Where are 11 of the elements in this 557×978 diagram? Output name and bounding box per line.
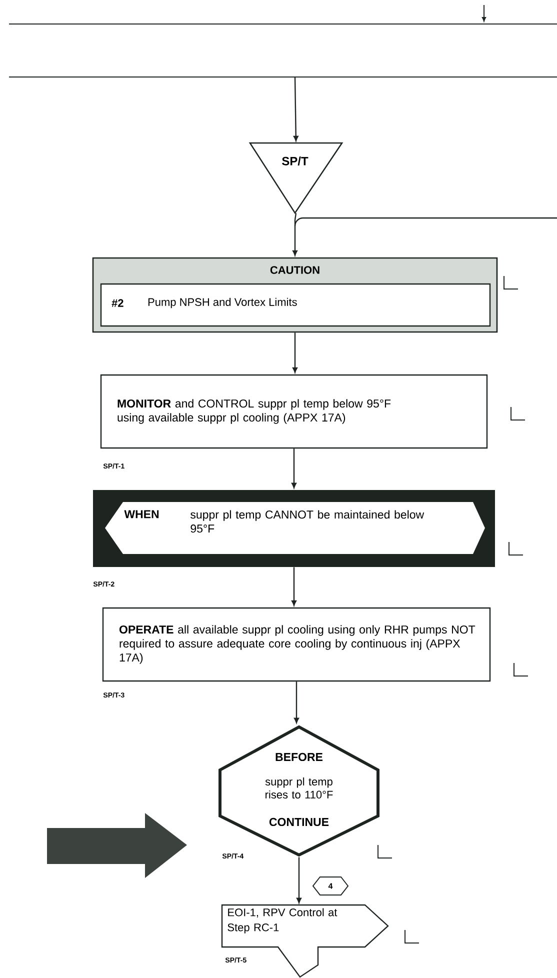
- action-box: MONITOR and CONTROL suppr pl temp below 95°F using available suppr pl cooling (APPX 17A): [100, 374, 488, 449]
- arrow: [293, 76, 298, 142]
- arrow: [292, 332, 298, 373]
- arrow: [296, 857, 302, 904]
- action-box: OPERATE all available suppr pl cooling using only RHR pumps NOT required to assure adequate core cooling by continuous inj (APPX 17A): [102, 607, 491, 682]
- arrow: [292, 567, 296, 606]
- arrow: [294, 682, 299, 724]
- arrow: [292, 220, 298, 256]
- condition-box: WHEN suppr pl temp CANNOT be maintained below 95°F: [93, 490, 495, 567]
- caution-item-box: #2 Pump NPSH and Vortex Limits: [100, 283, 491, 327]
- arrow: [292, 448, 296, 488]
